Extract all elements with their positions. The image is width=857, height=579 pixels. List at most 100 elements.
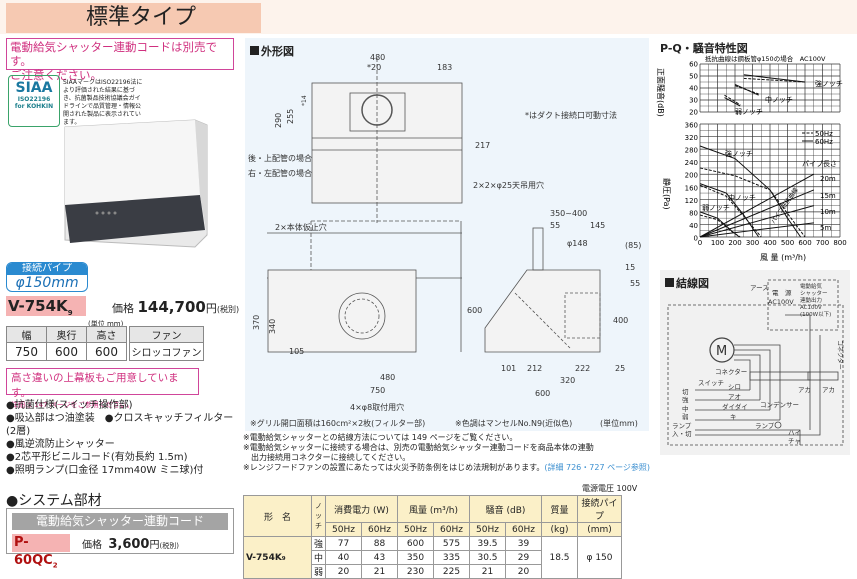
noise-curve-50hz xyxy=(734,85,759,95)
outline-drawing-title: 外形図 xyxy=(250,43,294,59)
pipe-length-label: パイプ長さ xyxy=(802,160,837,168)
legend-60hz: 60Hz xyxy=(815,138,833,146)
pressure-tick: 320 xyxy=(685,134,698,142)
dimension-labels: 480 *20 183 290 255 *14 217 480 750 600 … xyxy=(248,53,641,428)
siaa-logo-text: SIAA xyxy=(15,80,53,96)
fan-table: ファン シロッコファン xyxy=(129,326,204,361)
wire-label: シロ xyxy=(728,383,741,391)
wire-label: (100W以下) xyxy=(800,311,831,318)
noise-tick: 50 xyxy=(689,73,698,81)
wire-label: 切 xyxy=(682,388,689,396)
siaa-sub: for KOHKIN xyxy=(14,103,54,110)
dim-label: 370 xyxy=(252,315,261,330)
width-value: 750 xyxy=(6,342,47,361)
pq-chart: 抵抗曲線は鋼板管φ150の場合 AC100V 正面騒音(dB) 静圧(Pa) 風… xyxy=(656,54,847,262)
dim-label: 217 xyxy=(475,141,490,150)
dim-label: 400 xyxy=(613,316,628,325)
model-number: V-754K9 xyxy=(6,296,86,317)
pq-chart-title: P-Q・騒音特性図 xyxy=(660,42,748,55)
wire-label: チャ xyxy=(788,437,801,445)
depth-value: 600 xyxy=(46,342,87,361)
wire-label: 中 xyxy=(682,404,689,413)
noise-tick: 60 xyxy=(689,61,698,69)
x-tick: 300 xyxy=(746,239,759,247)
x-tick: 800 xyxy=(833,239,846,247)
dim-label: 750 xyxy=(370,386,385,395)
wire-label: AC100V xyxy=(800,305,822,311)
pipe-resistance-curve xyxy=(699,189,814,238)
drawing-note: 4×φ8取付用穴 xyxy=(350,402,404,412)
unit-note: (単位 mm) xyxy=(88,320,124,328)
noise-tick: 30 xyxy=(689,97,698,105)
price-label: 価格 xyxy=(82,540,102,551)
dim-label: *14 xyxy=(301,95,308,106)
cell: 600 xyxy=(397,536,435,551)
price-value: 144,700 xyxy=(137,298,206,316)
hz-60: 60Hz xyxy=(505,522,543,537)
noise-tick: 20 xyxy=(689,109,698,117)
separate-sale-notice: 電動給気シャッター連動コードは別売です。 ご注意ください。 xyxy=(6,38,234,82)
pipe-length-15m: 15m xyxy=(820,192,836,200)
notch-label: 弱ノッチ xyxy=(702,204,730,212)
drawing-note: 2×2×φ25天吊用穴 xyxy=(473,180,544,190)
pressure-tick: 360 xyxy=(685,122,698,130)
hz-50: 50Hz xyxy=(325,522,363,537)
dim-label: 480 xyxy=(370,53,385,62)
cell: 40 xyxy=(325,550,363,565)
pressure-tick: 280 xyxy=(685,147,698,155)
pipe-resistance-curve xyxy=(699,205,814,238)
wire-label: シャッター xyxy=(800,289,828,297)
header-power: 消費電力 (W) xyxy=(325,495,399,523)
spec-model: V-754K₉ xyxy=(243,536,312,579)
pq-curve-60hz xyxy=(699,183,760,238)
dim-label: 25 xyxy=(615,364,625,373)
header-depth: 奥行 xyxy=(46,326,87,343)
wire-label: 強 xyxy=(682,396,689,404)
cell: 20 xyxy=(505,564,543,579)
dim-label: (85) xyxy=(625,241,641,250)
x-tick: 200 xyxy=(728,239,741,247)
pipe-length-20m: 20m xyxy=(820,175,836,183)
wire-label: コネクター xyxy=(715,367,747,376)
cell: 20 xyxy=(325,564,363,579)
notice-line: 電動給気シャッター連動コードは別売です。 xyxy=(10,40,217,68)
pipe-label: 接続パイプ xyxy=(7,263,87,275)
tax-note: (税別) xyxy=(216,305,240,314)
height-value: 600 xyxy=(86,342,127,361)
dim-label: 183 xyxy=(437,63,452,72)
wire-label: 電動給気 xyxy=(800,282,823,290)
dim-label: φ148 xyxy=(567,239,588,248)
dim-label: 320 xyxy=(560,376,575,385)
cell: 21 xyxy=(361,564,399,579)
wire-label: 電 源 xyxy=(772,288,792,297)
noise-curve-50hz xyxy=(743,77,806,83)
panel-note-ref: 詳細は 147 ページをご参照ください。 xyxy=(11,401,134,409)
pq-curve-50hz xyxy=(699,184,762,238)
wire-label: AC100V xyxy=(768,298,794,306)
dim-label: 145 xyxy=(590,221,605,230)
x-tick: 700 xyxy=(816,239,829,247)
wire-label: ランプ xyxy=(755,422,775,430)
price: 価格 144,700円(税別) xyxy=(112,298,239,316)
dim-label: 55 xyxy=(630,279,640,288)
feature-item: ●吸込部はつ油塗装 ●クロスキャッチフィルター(2層) xyxy=(6,413,234,437)
notch-label: 中ノッチ xyxy=(728,193,756,202)
dim-label: 600 xyxy=(535,389,550,398)
feature-list: ●抗菌仕様(スイッチ操作部) ●吸込部はつ油塗装 ●クロスキャッチフィルター(2… xyxy=(6,399,240,477)
legend-50hz: 50Hz xyxy=(815,130,833,138)
siaa-description: SIAAマークはISO22196法により評価された結果に基づき、抗菌製品技術協議… xyxy=(63,79,143,126)
cell: 39 xyxy=(505,536,543,551)
notch-label: 強ノッチ xyxy=(725,150,753,158)
wire-label: キ xyxy=(730,413,737,421)
dim-label: 212 xyxy=(527,364,542,373)
cell: 39.5 xyxy=(469,536,507,551)
wire-label: 連動出力 xyxy=(800,296,822,304)
x-tick: 400 xyxy=(763,239,776,247)
drawing-note: 後・上配管の場合 xyxy=(248,153,312,163)
pipe-value: φ150mm xyxy=(15,275,79,291)
cell: 29 xyxy=(505,550,543,565)
pq-subtitle: 抵抗曲線は鋼板管φ150の場合 AC100V xyxy=(705,54,826,63)
mass-unit: (kg) xyxy=(541,522,579,537)
outline-drawing-panel: 外形図 480 *20 183 290 255 *14 217 480 750 … xyxy=(245,38,649,431)
